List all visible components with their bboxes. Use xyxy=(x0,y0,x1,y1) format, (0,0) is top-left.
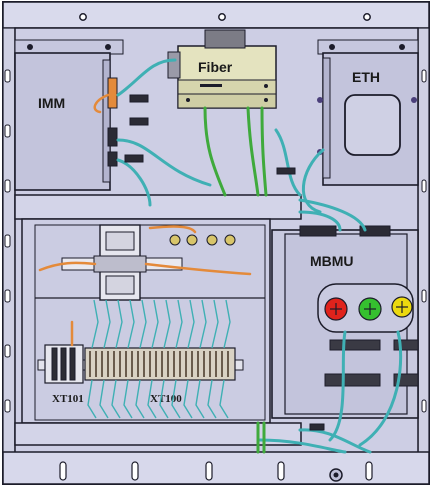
cable-ties xyxy=(124,94,325,431)
harness-wire xyxy=(195,379,205,419)
harness-wire xyxy=(211,299,219,349)
imm-label: IMM xyxy=(38,95,65,111)
bottom-rail-slots xyxy=(59,461,373,481)
top-rail-holes xyxy=(79,13,371,21)
harness-wire xyxy=(139,299,147,349)
harness-wire xyxy=(115,299,123,349)
harness-wire xyxy=(99,379,109,419)
mbmu-label: MBMU xyxy=(310,253,354,269)
harness-wire xyxy=(91,299,99,349)
harness-wire xyxy=(207,379,217,419)
eth-label: ETH xyxy=(352,69,380,85)
cables-green xyxy=(203,106,268,454)
harness-wire xyxy=(147,379,157,419)
harness-wire xyxy=(171,379,181,419)
cabinet-bottom-rail xyxy=(2,451,430,485)
harness-wire xyxy=(87,379,97,419)
harness-wire xyxy=(223,299,231,349)
harness-wire xyxy=(199,299,207,349)
ground-terminals xyxy=(169,234,236,246)
xt100-label: XT100 xyxy=(150,393,182,405)
imm-connectors xyxy=(107,77,118,167)
fiber-clip xyxy=(204,29,246,49)
harness-wire xyxy=(103,299,111,349)
harness-wire xyxy=(175,299,183,349)
middle-shelf xyxy=(14,194,302,220)
bottom-shelf xyxy=(14,422,302,446)
harness-wire xyxy=(111,379,121,419)
right-flange-slots xyxy=(421,69,427,413)
cabinet-top-rail xyxy=(2,1,430,29)
harness-wire xyxy=(219,379,229,419)
harness-wire xyxy=(183,379,193,419)
harness-wire xyxy=(135,379,145,419)
harness-wire xyxy=(187,299,195,349)
harness-wire xyxy=(159,379,169,419)
xt101-label: XT101 xyxy=(52,393,84,405)
harness-wire xyxy=(163,299,171,349)
left-flange-slots xyxy=(4,69,11,413)
eth-window xyxy=(344,94,401,156)
fiber-label: Fiber xyxy=(198,59,233,75)
harness-wire xyxy=(123,379,133,419)
harness-wire xyxy=(151,299,159,349)
imm-module xyxy=(14,52,111,191)
cables-teal xyxy=(116,58,403,454)
harness-wire xyxy=(127,299,135,349)
cables-orange xyxy=(38,93,252,347)
